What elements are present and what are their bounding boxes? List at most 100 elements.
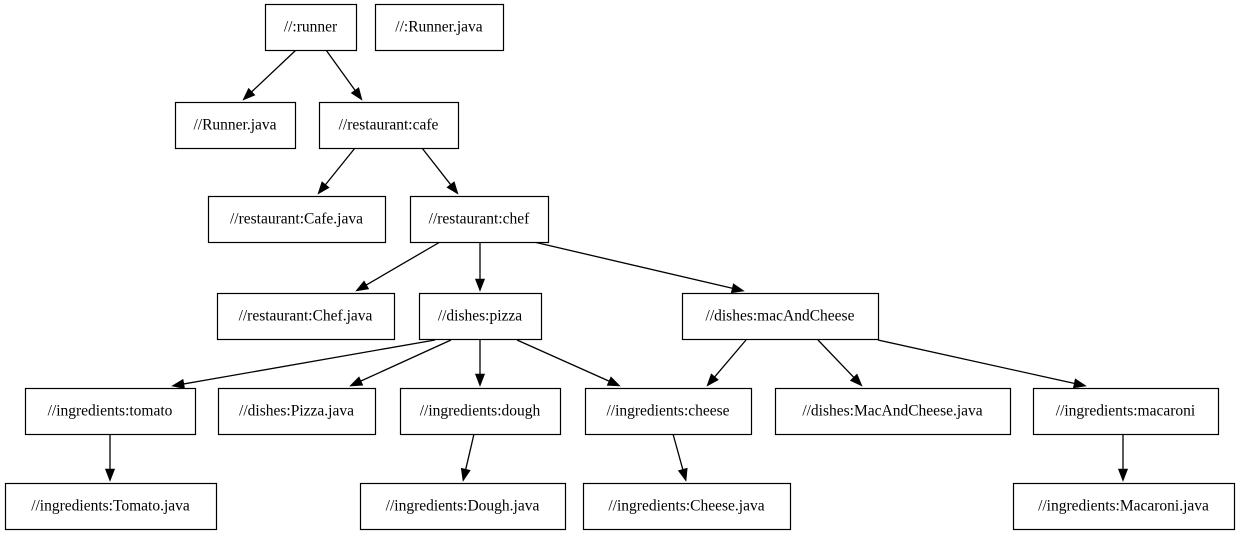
graph-edge — [474, 242, 486, 292]
graph-node-dishes_pizza[interactable]: //dishes:pizza — [418, 292, 543, 341]
graph-node-runner_java_root[interactable]: //:Runner.java — [374, 3, 505, 52]
graph-edge — [706, 339, 747, 387]
edge-line — [251, 49, 297, 93]
edge-arrowhead-icon — [706, 373, 719, 387]
node-label: //ingredients:Cheese.java — [608, 498, 764, 515]
edge-line — [325, 147, 356, 186]
graph-edge — [817, 339, 863, 387]
edge-line — [672, 433, 684, 470]
graph-edge — [317, 147, 356, 195]
graph-edge — [672, 433, 688, 482]
node-box[interactable] — [1012, 482, 1236, 531]
node-label: //ingredients:Tomato.java — [31, 498, 190, 515]
graph-node-mac_java[interactable]: //dishes:MacAndCheese.java — [774, 387, 1012, 436]
graph-node-dishes_mac[interactable]: //dishes:macAndCheese — [681, 292, 880, 341]
node-box[interactable] — [4, 482, 218, 531]
edge-line — [360, 339, 452, 382]
node-label: //dishes:pizza — [438, 308, 522, 325]
node-label: //ingredients:macaroni — [1056, 403, 1196, 420]
edge-arrowhead-icon — [474, 278, 486, 292]
graph-node-ing_cheese[interactable]: //ingredients:cheese — [584, 387, 753, 436]
edge-arrowhead-icon — [1117, 468, 1129, 482]
edge-arrowhead-icon — [104, 468, 116, 482]
graph-node-ing_tomato[interactable]: //ingredients:tomato — [24, 387, 197, 436]
node-box[interactable] — [217, 387, 377, 436]
edge-arrowhead-icon — [606, 376, 621, 387]
node-label: //ingredients:cheese — [606, 403, 729, 420]
edge-arrowhead-icon — [355, 280, 370, 292]
edge-line — [366, 241, 441, 286]
edge-line — [877, 339, 1075, 385]
node-box[interactable] — [216, 292, 396, 341]
edge-arrowhead-icon — [677, 467, 688, 482]
edge-line — [516, 339, 610, 382]
node-label: //dishes:MacAndCheese.java — [802, 403, 982, 420]
graph-node-chef_java[interactable]: //restaurant:Chef.java — [216, 292, 396, 341]
node-box[interactable] — [374, 3, 505, 52]
graph-edge — [171, 339, 436, 389]
graph-edge — [421, 147, 459, 195]
node-box[interactable] — [359, 482, 567, 531]
graph-edge — [474, 340, 486, 387]
graph-node-ing_macaroni[interactable]: //ingredients:macaroni — [1032, 387, 1220, 436]
graph-node-restaurant_chef[interactable]: //restaurant:chef — [409, 195, 550, 244]
node-label: //ingredients:Macaroni.java — [1038, 498, 1209, 515]
edge-arrowhead-icon — [1072, 378, 1087, 389]
node-box[interactable] — [584, 387, 753, 436]
node-box[interactable] — [207, 195, 387, 244]
node-box[interactable] — [774, 387, 1012, 436]
edge-arrowhead-icon — [849, 373, 863, 387]
edge-line — [533, 241, 733, 289]
node-label: //dishes:Pizza.java — [239, 403, 354, 420]
node-label: //restaurant:Cafe.java — [230, 211, 363, 228]
nodes-layer: //:runner //:Runner.java //Runner.java //re… — [4, 3, 1236, 531]
graph-edge — [355, 241, 441, 292]
graph-node-cheese_java[interactable]: //ingredients:Cheese.java — [582, 482, 792, 531]
graph-node-runner_java[interactable]: //Runner.java — [174, 101, 297, 150]
edge-arrowhead-icon — [446, 181, 459, 195]
graph-edge — [533, 241, 745, 294]
graph-node-tomato_java[interactable]: //ingredients:Tomato.java — [4, 482, 218, 531]
graph-edge — [1117, 434, 1129, 482]
edge-arrowhead-icon — [730, 283, 745, 294]
graph-node-runner[interactable]: //:runner — [264, 3, 358, 52]
node-label: //dishes:macAndCheese — [706, 308, 855, 325]
graph-edge — [349, 339, 452, 387]
graph-node-macaroni_java[interactable]: //ingredients:Macaroni.java — [1012, 482, 1236, 531]
graph-node-dough_java[interactable]: //ingredients:Dough.java — [359, 482, 567, 531]
graph-node-pizza_java[interactable]: //dishes:Pizza.java — [217, 387, 377, 436]
edge-arrowhead-icon — [460, 467, 471, 482]
node-box[interactable] — [318, 101, 460, 150]
edge-line — [421, 147, 452, 185]
node-box[interactable] — [418, 292, 543, 341]
edges-layer — [104, 49, 1129, 482]
graph-edge — [242, 49, 297, 101]
graph-edge — [104, 434, 116, 482]
edge-line — [465, 433, 475, 470]
node-box[interactable] — [24, 387, 197, 436]
node-label: //:runner — [284, 19, 338, 36]
graph-node-restaurant_cafe[interactable]: //restaurant:cafe — [318, 101, 460, 150]
graph-node-ing_dough[interactable]: //ingredients:dough — [399, 387, 562, 436]
node-label: //ingredients:dough — [420, 403, 541, 420]
node-label: //ingredients:Dough.java — [386, 498, 540, 515]
node-label: //:Runner.java — [395, 19, 483, 36]
node-box[interactable] — [582, 482, 792, 531]
graph-edge — [877, 339, 1087, 389]
graph-node-cafe_java[interactable]: //restaurant:Cafe.java — [207, 195, 387, 244]
graph-edge — [460, 433, 475, 482]
node-box[interactable] — [399, 387, 562, 436]
node-box[interactable] — [264, 3, 358, 52]
node-box[interactable] — [1032, 387, 1220, 436]
node-box[interactable] — [681, 292, 880, 341]
edge-line — [183, 339, 436, 385]
edge-line — [325, 49, 356, 91]
node-label: //ingredients:tomato — [48, 403, 173, 420]
node-box[interactable] — [174, 101, 297, 150]
node-label: //Runner.java — [193, 117, 276, 134]
edge-arrowhead-icon — [171, 378, 185, 389]
node-box[interactable] — [409, 195, 550, 244]
edge-arrowhead-icon — [349, 376, 364, 387]
edge-arrowhead-icon — [350, 87, 363, 101]
